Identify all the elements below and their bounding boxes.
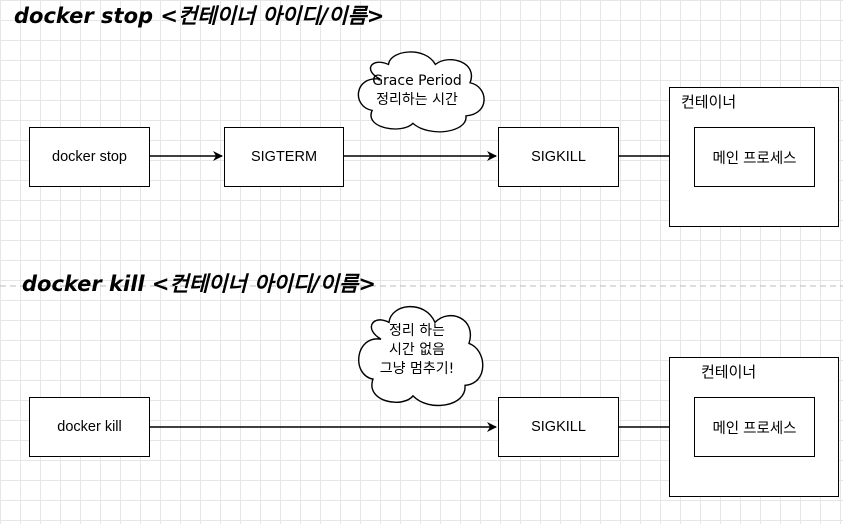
docker-kill-box[interactable]: docker kill <box>29 397 150 457</box>
cloud-line: 정리하는 시간 <box>376 92 458 108</box>
cloud-shape-no-cleanup <box>358 305 484 407</box>
cloud-line: 그냥 멈추기! <box>379 361 455 377</box>
cloud-line: Grace Period <box>372 73 462 89</box>
main-process-box-2[interactable]: 메인 프로세스 <box>694 397 815 457</box>
cloud-text-no-cleanup: 정리 하는 시간 없음 그냥 멈추기! <box>352 322 482 379</box>
docker-stop-box[interactable]: docker stop <box>29 127 150 187</box>
cloud-text-grace-period: Grace Period 정리하는 시간 <box>352 72 482 110</box>
cloud-line: 시간 없음 <box>389 342 445 358</box>
main-process-box[interactable]: 메인 프로세스 <box>694 127 815 187</box>
heading-docker-kill: docker kill <컨테이너 아이디/이름> <box>22 272 376 296</box>
container-label: 컨테이너 <box>681 93 737 111</box>
heading-docker-stop: docker stop <컨테이너 아이디/이름> <box>14 4 385 28</box>
sigkill-box-2[interactable]: SIGKILL <box>498 397 619 457</box>
cloud-shape-grace-period <box>357 51 485 133</box>
cloud-line: 정리 하는 <box>389 323 445 339</box>
container-label-2: 컨테이너 <box>701 363 757 381</box>
sigterm-box[interactable]: SIGTERM <box>224 127 344 187</box>
sigkill-box[interactable]: SIGKILL <box>498 127 619 187</box>
